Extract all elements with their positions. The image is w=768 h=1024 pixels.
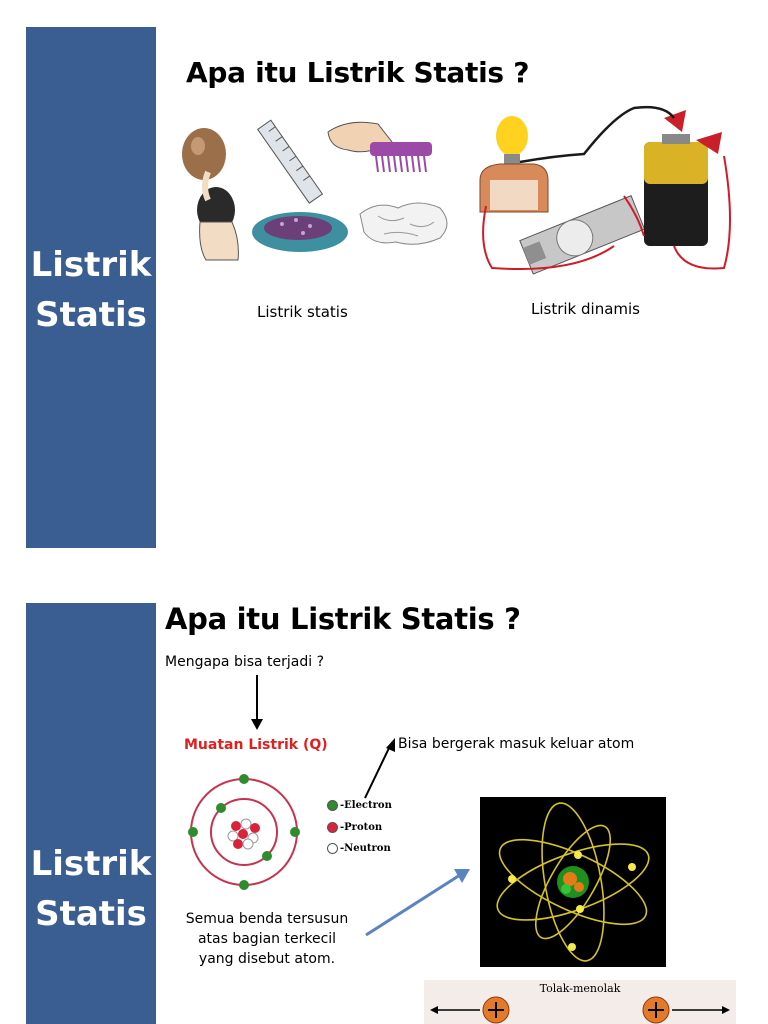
legend-electron: -Electron (327, 800, 392, 811)
static-electricity-illustration (182, 119, 448, 261)
pointer-arrow-icon (365, 869, 470, 937)
caption-dynamic: Listrik dinamis (531, 300, 640, 318)
atom-caption: Semua benda tersusun atas bagian terkeci… (185, 911, 349, 967)
slide-heading: Apa itu Listrik Statis ? (165, 602, 521, 636)
slide-2: Listrik Statis Apa itu Listrik Statis ? … (0, 580, 768, 1024)
slide-heading: Apa itu Listrik Statis ? (186, 56, 530, 89)
dynamic-electricity-illustration (479, 105, 731, 275)
side-title: Listrik Statis (30, 844, 152, 934)
proton-icon (327, 822, 338, 833)
diagonal-arrow-icon (364, 738, 395, 799)
side-band: Listrik Statis (26, 603, 156, 1024)
legend-neutron: -Neutron (327, 843, 391, 854)
atom-model-diagram (188, 774, 300, 890)
side-title: Listrik Statis (30, 245, 152, 335)
atom-orbit-image (480, 797, 666, 967)
repel-charges-icon (430, 996, 730, 1024)
caption-static: Listrik statis (257, 303, 348, 321)
move-label: Bisa bergerak masuk keluar atom (398, 736, 635, 752)
question-label: Mengapa bisa terjadi ? (165, 654, 325, 670)
charge-label: Muatan Listrik (Q) (184, 737, 328, 753)
repel-illustration: Tolak-menolak (424, 980, 736, 1024)
slide-1: Listrik Statis Apa itu Listrik Statis ? (26, 27, 731, 548)
electron-icon (327, 800, 338, 811)
nucleus (227, 818, 260, 850)
repel-label: Tolak-menolak (539, 982, 621, 995)
side-band: Listrik Statis (26, 27, 156, 548)
neutron-icon (327, 843, 338, 854)
legend-proton: -Proton (327, 822, 382, 833)
down-arrow-icon (251, 675, 263, 730)
